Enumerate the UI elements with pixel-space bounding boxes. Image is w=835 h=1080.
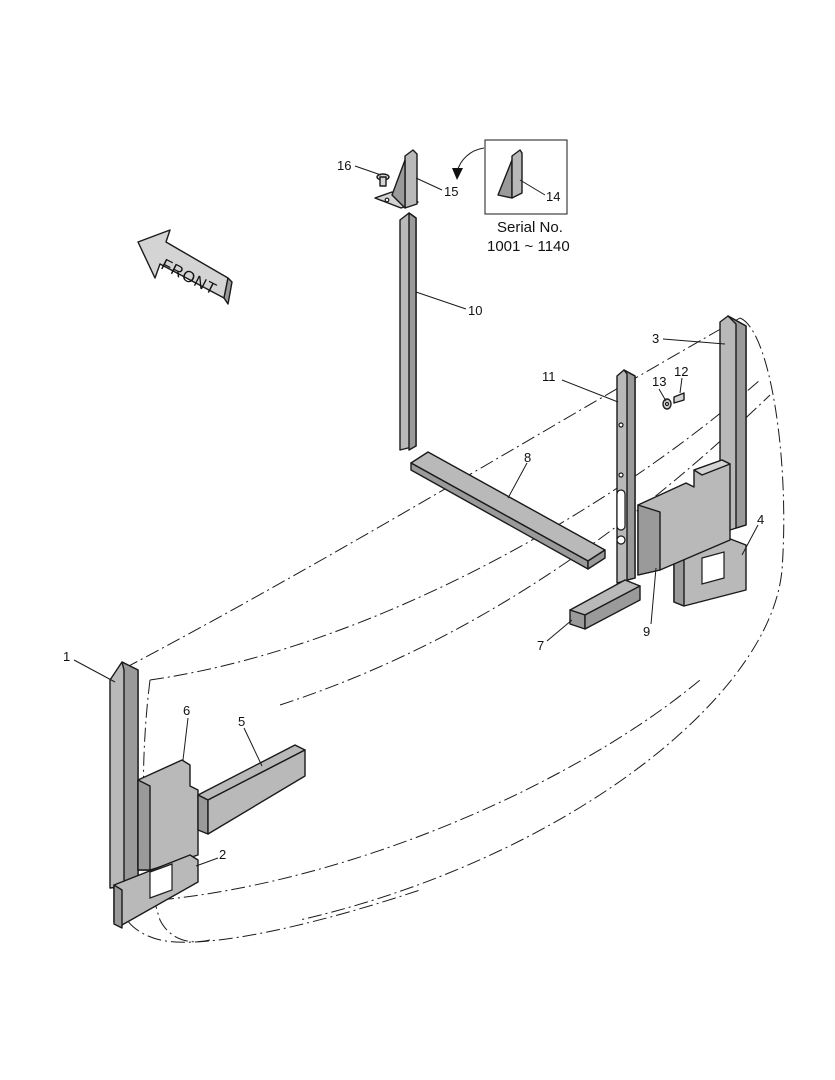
front-arrow: FRONT [137, 229, 233, 305]
right-block-part [637, 459, 731, 576]
bottom-bar-part [569, 579, 641, 630]
plank-part [410, 451, 606, 570]
serial-title: Serial No. [497, 219, 563, 236]
bolt-part [376, 173, 390, 187]
callout-1: 1 [63, 649, 70, 664]
callout-7: 7 [537, 638, 544, 653]
callout-6: 6 [183, 703, 190, 718]
callout-2: 2 [219, 847, 226, 862]
leader-lines [73, 165, 759, 867]
fastener-parts [662, 392, 685, 410]
callout-5: 5 [238, 714, 245, 729]
bracket-part [374, 149, 419, 209]
serial-detail-box [452, 139, 568, 215]
callout-14: 14 [546, 189, 560, 204]
callout-9: 9 [643, 624, 650, 639]
callout-11: 11 [542, 369, 556, 384]
serial-range: 1001 ~ 1140 [487, 238, 570, 255]
slotted-upright-part [616, 369, 636, 584]
left-upright-part [109, 661, 139, 889]
callout-4: 4 [757, 512, 764, 527]
callout-10: 10 [468, 303, 482, 318]
callout-13: 13 [652, 374, 666, 389]
vertical-bar-part [399, 212, 417, 451]
callout-15: 15 [444, 184, 458, 199]
callout-3: 3 [652, 331, 659, 346]
left-block-part [137, 759, 199, 871]
left-arm-part [197, 744, 306, 835]
callout-labels: 1 2 3 4 5 6 7 8 9 10 11 12 13 14 15 16 [63, 158, 764, 862]
callout-8: 8 [524, 450, 531, 465]
left-foot-part [113, 854, 199, 929]
callout-12: 12 [674, 364, 688, 379]
callout-16: 16 [337, 158, 351, 173]
